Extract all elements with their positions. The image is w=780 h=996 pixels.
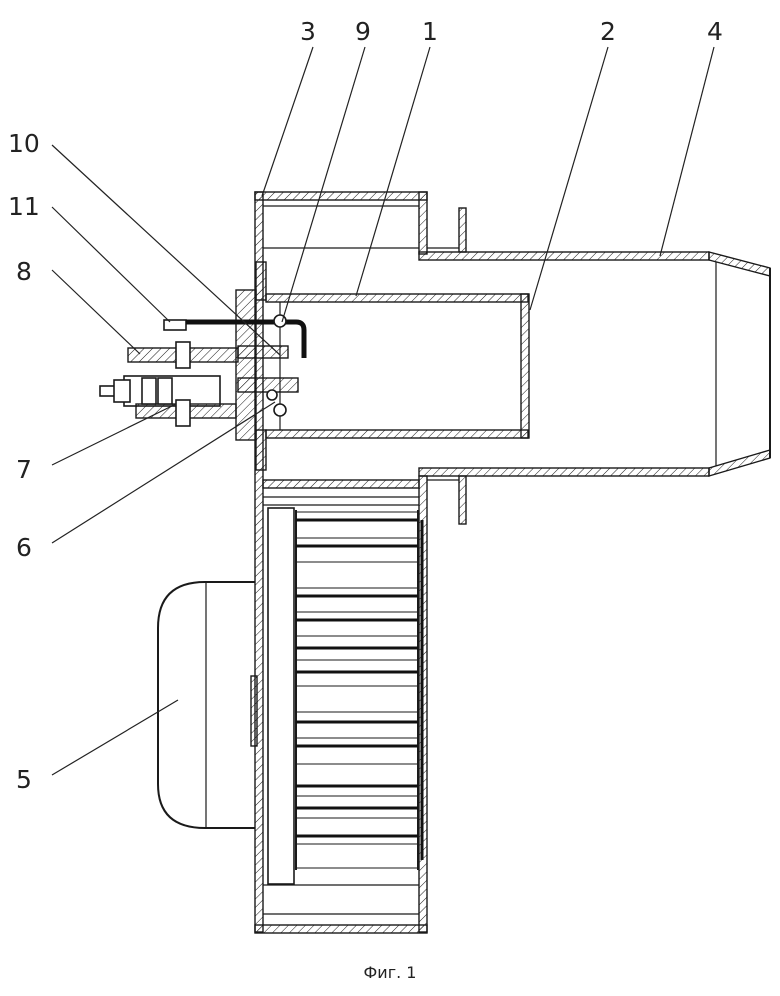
blast-tube <box>419 208 770 524</box>
callout-7: 7 <box>16 455 32 484</box>
callout-9: 9 <box>355 17 371 46</box>
figure-caption: Фиг. 1 <box>364 963 417 982</box>
fan-motor <box>158 582 257 828</box>
callout-labels: 3 9 1 2 4 10 11 8 7 6 5 <box>8 17 723 794</box>
fan-wheel <box>296 510 422 870</box>
callout-8: 8 <box>16 257 32 286</box>
callout-4: 4 <box>707 17 723 46</box>
callout-11: 11 <box>8 192 40 221</box>
igniter-assembly <box>100 315 298 426</box>
callout-6: 6 <box>16 533 32 562</box>
callout-1: 1 <box>422 17 438 46</box>
callout-10: 10 <box>8 129 40 158</box>
callout-3: 3 <box>300 17 316 46</box>
flame-tube <box>266 294 529 438</box>
callout-5: 5 <box>16 765 32 794</box>
callout-2: 2 <box>600 17 616 46</box>
